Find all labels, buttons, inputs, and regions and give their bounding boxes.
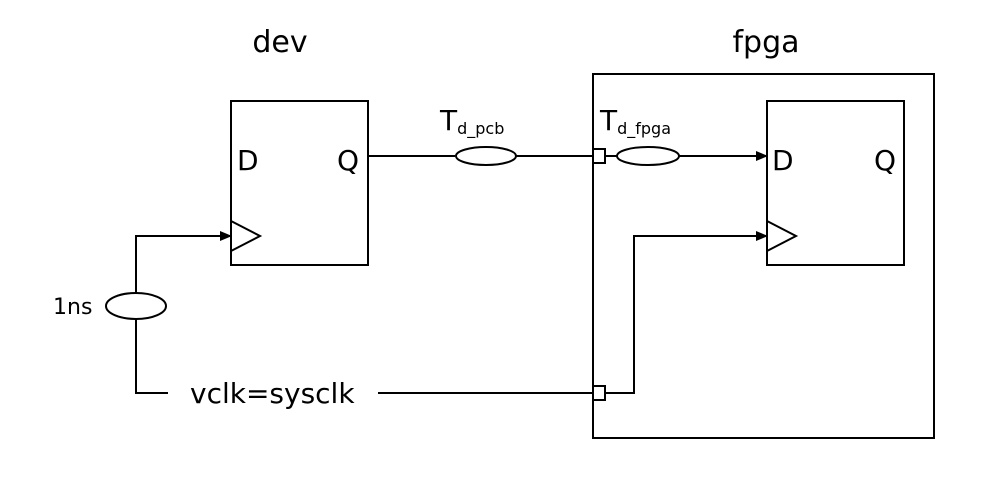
pcb-delay-sub: d_pcb bbox=[457, 119, 504, 139]
fpga-delay-label: Td_fpga bbox=[599, 104, 671, 139]
fpga-boundary bbox=[592, 73, 935, 439]
clk-wire-to-dev-ff bbox=[135, 231, 232, 293]
fpga-ff-box bbox=[766, 100, 905, 266]
dev-ff-clock-icon bbox=[230, 220, 263, 252]
fpga-ff-d-label: D bbox=[772, 144, 794, 177]
dev-ff-q-label: Q bbox=[337, 144, 359, 177]
fpga-delay-element bbox=[616, 146, 680, 166]
fpga-data-input-port bbox=[592, 148, 606, 164]
fpga-title: fpga bbox=[732, 25, 799, 60]
clk-wire-to-fpga-ff bbox=[605, 231, 768, 394]
pcb-delay-main: T bbox=[439, 104, 458, 137]
fpga-flip-flop: D Q bbox=[766, 100, 905, 266]
fpga-delay-sub: d_fpga bbox=[617, 119, 671, 139]
clk-delay-element bbox=[105, 292, 167, 320]
pcb-delay-element bbox=[455, 146, 517, 166]
clk-wire-to-signal bbox=[135, 319, 168, 394]
dev-ff-box bbox=[230, 100, 369, 266]
fpga-ff-clock-icon bbox=[766, 220, 799, 252]
pcb-delay-label: Td_pcb bbox=[439, 104, 504, 139]
dev-flip-flop: D Q bbox=[230, 100, 369, 266]
fpga-delay-main: T bbox=[599, 104, 618, 137]
fpga-clock-input-port bbox=[592, 385, 606, 401]
dev-title: dev bbox=[252, 25, 307, 60]
dev-ff-d-label: D bbox=[237, 144, 259, 177]
clock-signal-label: vclk=sysclk bbox=[190, 377, 355, 410]
clk-delay-label: 1ns bbox=[53, 295, 92, 320]
fpga-ff-q-label: Q bbox=[874, 144, 896, 177]
